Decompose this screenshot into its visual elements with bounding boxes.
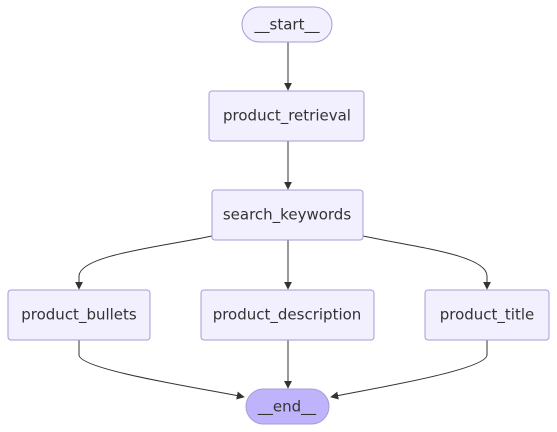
node-product-description[interactable]: product_description (200, 289, 375, 341)
end-node-shape (245, 388, 330, 425)
product-description-node-shape (200, 289, 375, 341)
node-product-retrieval[interactable]: product_retrieval (208, 90, 365, 142)
start-node-label: __start__ (254, 16, 320, 35)
product-retrieval-node-label: product_retrieval (223, 107, 351, 126)
node-end[interactable]: __end__ (245, 388, 330, 425)
end-node-label: __end__ (257, 398, 317, 417)
product-bullets-node-label: product_bullets (21, 306, 137, 325)
node-product-title[interactable]: product_title (424, 289, 550, 341)
search-keywords-node-shape (211, 189, 364, 241)
node-product-bullets[interactable]: product_bullets (7, 289, 151, 341)
product-bullets-node-shape (7, 289, 151, 341)
product-title-node-shape (424, 289, 550, 341)
edge-search-keywords-to-product-bullets (75, 235, 213, 290)
edges (75, 42, 491, 400)
start-node-shape (241, 6, 333, 43)
product-retrieval-node-shape (208, 90, 365, 142)
edge-search-keywords-to-product-title (362, 235, 491, 290)
edge-product-bullets-to-end (78, 340, 245, 400)
product-title-node-label: product_title (440, 306, 535, 325)
product-description-node-label: product_description (213, 306, 362, 325)
search-keywords-node-label: search_keywords (223, 206, 351, 225)
node-start[interactable]: __start__ (241, 6, 333, 43)
edge-product-title-to-end (330, 340, 488, 400)
node-search-keywords[interactable]: search_keywords (211, 189, 364, 241)
